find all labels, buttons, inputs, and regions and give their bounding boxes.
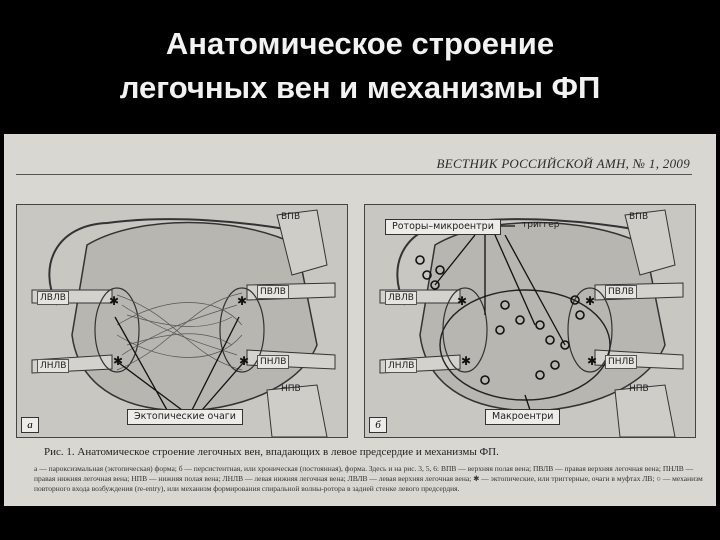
figure-caption: Рис. 1. Анатомическое строение легочных … bbox=[44, 446, 499, 458]
label-npv-a: НПВ bbox=[281, 384, 301, 394]
panel-b: ✱ ✱ ✱ ✱ Роторы–микроентри триггер ВПВ ЛВЛВ… bbox=[364, 204, 696, 438]
label-pnlv-b: ПНЛВ bbox=[605, 355, 638, 369]
journal-header: ВЕСТНИК РОССИЙСКОЙ АМН, № 1, 2009 bbox=[436, 156, 690, 171]
label-lvlv-b: ЛВЛВ bbox=[385, 291, 417, 305]
label-vpv-a: ВПВ bbox=[281, 212, 301, 222]
slide-title-line-1: Анатомическое строение bbox=[165, 26, 555, 61]
panel-b-letter: б bbox=[369, 417, 387, 433]
svg-text:✱: ✱ bbox=[587, 354, 597, 368]
svg-text:✱: ✱ bbox=[237, 294, 247, 308]
panel-a: ✱ ✱ ✱ ✱ ВПВ ЛВЛВ ПВЛВ ЛНЛВ ПНЛВ НПВ Эктопи… bbox=[16, 204, 348, 438]
label-npv-b: НПВ bbox=[629, 384, 649, 394]
slide-title: Анатомическое строение легочных вен и ме… bbox=[0, 22, 720, 110]
svg-text:✱: ✱ bbox=[461, 354, 471, 368]
figure-footnote: а — пароксизмальная (эктопическая) форма… bbox=[34, 464, 703, 493]
panel-b-drawing: ✱ ✱ ✱ ✱ bbox=[379, 209, 684, 437]
slide-title-line-2: легочных вен и механизмы ФП bbox=[119, 70, 601, 105]
scanned-figure: ВЕСТНИК РОССИЙСКОЙ АМН, № 1, 2009 bbox=[4, 134, 716, 506]
macroentry-box: Макроентри bbox=[485, 409, 561, 425]
svg-text:✱: ✱ bbox=[113, 354, 123, 368]
label-pvlv-a: ПВЛВ bbox=[257, 285, 289, 299]
label-lnlv-a: ЛНЛВ bbox=[37, 359, 70, 373]
label-lvlv-a: ЛВЛВ bbox=[37, 291, 69, 305]
ectopic-foci-box: Эктопические очаги bbox=[127, 409, 243, 425]
svg-text:✱: ✱ bbox=[457, 294, 467, 308]
svg-text:✱: ✱ bbox=[585, 294, 595, 308]
label-pvlv-b: ПВЛВ bbox=[605, 285, 637, 299]
rotors-microentry-box: Роторы–микроентри bbox=[385, 219, 501, 235]
label-lnlv-b: ЛНЛВ bbox=[385, 359, 418, 373]
header-rule bbox=[16, 174, 692, 175]
svg-text:✱: ✱ bbox=[109, 294, 119, 308]
panel-a-letter: а bbox=[21, 417, 39, 433]
label-vpv-b: ВПВ bbox=[629, 212, 649, 222]
label-pnlv-a: ПНЛВ bbox=[257, 355, 290, 369]
trigger-label: триггер bbox=[522, 220, 560, 230]
panel-a-drawing: ✱ ✱ ✱ ✱ bbox=[31, 209, 336, 437]
svg-text:✱: ✱ bbox=[239, 354, 249, 368]
